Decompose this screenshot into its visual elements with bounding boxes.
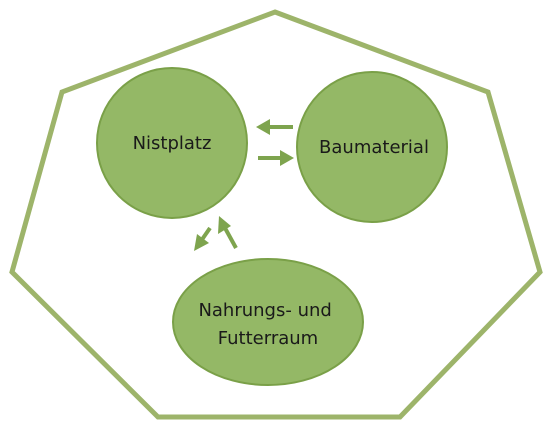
- baumaterial-label: Baumaterial: [319, 137, 429, 158]
- arrow-down-left-icon: [194, 226, 212, 251]
- node-baumaterial: Baumaterial: [296, 71, 448, 223]
- nahrungsraum-label-line-2: Futterraum: [218, 328, 318, 349]
- arrow-right-icon: [258, 150, 294, 166]
- nistplatz-circle: [96, 67, 248, 219]
- link-nistplatz-nahrungsraum: [194, 216, 238, 251]
- baumaterial-circle: [296, 71, 448, 223]
- nahrungsraum-label-line-1: Nahrungs- und: [198, 300, 331, 321]
- arrow-left-icon: [256, 119, 293, 135]
- nistplatz-label: Nistplatz: [133, 133, 212, 154]
- nistplatz-label-line: Nistplatz: [133, 133, 212, 154]
- baumaterial-label-line: Baumaterial: [319, 137, 429, 158]
- link-nistplatz-baumaterial: [256, 119, 294, 166]
- nahrungsraum-ellipse: [172, 258, 364, 386]
- node-nistplatz: Nistplatz: [96, 67, 248, 219]
- node-nahrungsraum: Nahrungs- und Futterraum: [172, 258, 364, 386]
- arrow-up-right-icon: [218, 216, 238, 249]
- nahrungsraum-label: Nahrungs- und Futterraum: [198, 300, 337, 349]
